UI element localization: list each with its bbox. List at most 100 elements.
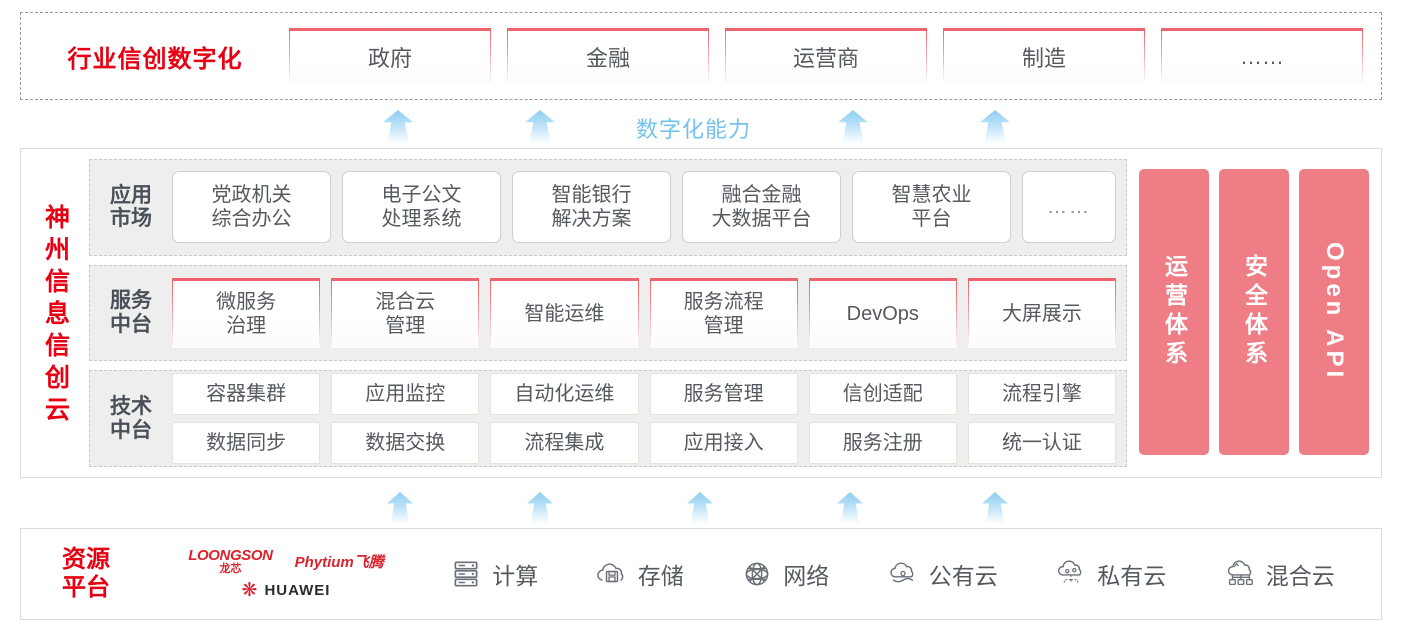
resource-item-public-cloud[interactable]: 公有云 [886,557,998,591]
tier-service-platform-label: 服务 中台 [90,289,172,336]
card-line2: 大数据平台 [711,208,812,231]
resource-item-label: 网络 [783,563,830,589]
tech-card-data-sync[interactable]: 数据同步 [172,422,321,465]
cloud-platform-title: 神州信息信创云 [21,149,89,477]
industry-box-government[interactable]: 政府 [289,28,491,84]
pillar-operations-system[interactable]: 运营体系 [1139,169,1209,455]
resource-platform-title: 资源 平台 [21,546,151,603]
resource-item-storage[interactable]: 存储 [595,557,684,591]
public-cloud-icon [890,562,914,583]
loongson-logo-text: LOONGSON [188,547,273,564]
up-arrow-icon-9 [982,492,1008,524]
app-card-government-office[interactable]: 党政机关 综合办公 [172,171,331,244]
tier-label-line2: 市场 [110,207,152,231]
cloud-platform-band: 神州信息信创云 应用 市场 党政机关 综合办公 [20,148,1382,478]
vendor-logo-row-1: LOONGSON 龙芯 Phytium飞腾 [188,548,384,575]
card-line2: 管理 [703,315,744,337]
resource-item-compute[interactable]: 计算 [449,557,538,591]
tier-label-line1: 应用 [110,183,152,207]
card-line2: 治理 [226,315,267,337]
tech-card-container-cluster[interactable]: 容器集群 [172,373,321,416]
industry-band-title: 行业信创数字化 [67,45,243,73]
cloud-tier-list: 应用 市场 党政机关 综合办公 电子公文 [89,159,1127,468]
tier-app-market-items: 党政机关 综合办公 电子公文 处理系统 智能银行 [172,160,1116,255]
vendor-logo-row-2: ❋ HUAWEI [242,581,331,600]
service-card-dashboard[interactable]: 大屏展示 [967,278,1117,348]
resource-item-network[interactable]: 网络 [740,557,829,591]
pillar-label: 安全体系 [1241,254,1268,370]
tier-service-platform-items: 微服务 治理 混合云 管理 智能运维 [172,266,1117,361]
card-line1: 服务流程 [683,291,764,313]
tier-tech-platform-label: 技术 中台 [90,395,172,442]
card-line1: 微服务 [216,291,277,313]
tech-card-app-monitoring[interactable]: 应用监控 [331,373,480,416]
pillar-list: 运营体系 安全体系 Open API [1137,159,1369,467]
resource-item-private-cloud[interactable]: 私有云 [1054,557,1166,591]
tech-card-automated-ops[interactable]: 自动化运维 [490,373,639,416]
loongson-logo-cn: 龙芯 [219,563,242,575]
app-card-smart-agriculture[interactable]: 智慧农业 平台 [852,171,1011,244]
card-line1: 智慧农业 [891,184,972,207]
resource-item-hybrid-cloud[interactable]: 混合云 [1223,557,1335,591]
digital-capability-label: 数字化能力 [636,117,752,142]
pillar-open-api[interactable]: Open API [1299,169,1369,455]
huawei-logo: ❋ HUAWEI [242,581,331,600]
hybrid-cloud-icon [1227,560,1253,586]
tech-card-data-exchange[interactable]: 数据交换 [331,422,480,465]
phytium-logo: Phytium飞腾 [294,554,384,571]
card-line1: 党政机关 [211,184,292,207]
app-card-more[interactable]: …… [1022,171,1116,244]
pillar-label: 运营体系 [1161,254,1188,370]
service-card-microservice-governance[interactable]: 微服务 治理 [172,278,321,348]
private-cloud-icon [1058,560,1082,584]
resource-title-line2: 平台 [62,574,110,601]
industry-box-finance[interactable]: 金融 [507,28,709,84]
tech-row-2: 数据同步 数据交换 流程集成 应用接入 服务注册 统一认证 [172,422,1117,465]
up-arrow-icon-4 [980,110,1010,144]
app-card-finance-bigdata[interactable]: 融合金融 大数据平台 [682,171,841,244]
tech-card-unified-auth[interactable]: 统一认证 [967,422,1117,465]
pillar-security-system[interactable]: 安全体系 [1219,169,1289,455]
tech-card-process-integration[interactable]: 流程集成 [490,422,639,465]
resource-item-label: 计算 [492,563,539,589]
server-icon [454,561,478,587]
up-arrow-icon-7 [687,492,713,524]
tier-label-line2: 中台 [110,313,152,336]
card-line2: 解决方案 [551,208,632,231]
tier-tech-platform-items: 容器集群 应用监控 自动化运维 服务管理 信创适配 流程引擎 数据同步 数据交换… [172,371,1117,466]
service-card-devops[interactable]: DevOps [808,278,957,348]
resource-item-list: 计算 存储 [421,557,1381,591]
card-line2: 管理 [385,315,426,337]
resource-title-line1: 资源 [62,545,110,573]
tech-card-process-engine[interactable]: 流程引擎 [967,373,1117,416]
card-line2: 综合办公 [211,208,292,231]
app-card-smart-bank[interactable]: 智能银行 解决方案 [512,171,671,244]
network-icon [745,562,769,586]
service-card-service-process-mgmt[interactable]: 服务流程 管理 [649,278,798,348]
resource-item-label: 私有云 [1097,563,1167,589]
industry-box-more[interactable]: …… [1161,28,1363,84]
service-card-aiops[interactable]: 智能运维 [490,278,639,348]
vendor-logo-list: LOONGSON 龙芯 Phytium飞腾 ❋ HUAWEI [151,548,421,600]
app-card-edoc-system[interactable]: 电子公文 处理系统 [342,171,501,244]
industry-box-operator[interactable]: 运营商 [725,28,927,84]
service-card-hybrid-cloud-mgmt[interactable]: 混合云 管理 [331,278,480,348]
cloud-storage-icon [596,563,624,583]
tech-card-service-registry[interactable]: 服务注册 [808,422,957,465]
card-line1: DevOps [846,303,919,325]
tech-card-service-mgmt[interactable]: 服务管理 [649,373,798,416]
tech-card-app-access[interactable]: 应用接入 [649,422,798,465]
card-line1: 融合金融 [721,184,802,207]
card-line2: 平台 [911,208,952,231]
cloud-platform-content: 应用 市场 党政机关 综合办公 电子公文 [89,149,1381,477]
industry-box-list: 政府 金融 运营商 制造 …… [289,28,1381,84]
resource-item-label: 混合云 [1265,563,1335,589]
up-arrow-icon-6 [527,492,553,524]
cloud-platform-title-text: 神州信息信创云 [41,204,70,428]
tech-row-1: 容器集群 应用监控 自动化运维 服务管理 信创适配 流程引擎 [172,373,1117,416]
card-line1: 电子公文 [381,184,462,207]
industry-box-manufacturing[interactable]: 制造 [943,28,1145,84]
resource-item-label: 存储 [637,563,684,589]
tech-card-xinchuang-adaptation[interactable]: 信创适配 [808,373,957,416]
